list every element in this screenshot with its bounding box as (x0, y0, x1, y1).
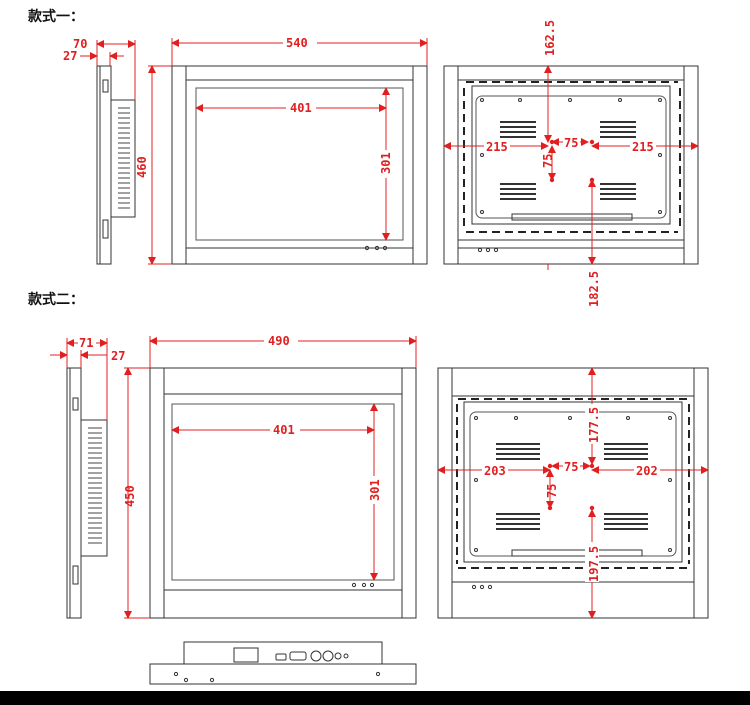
style2-title: 款式二： (28, 292, 84, 308)
style2-side-view (66, 367, 108, 619)
style1-side-bezel-label: 27 (63, 49, 77, 63)
style2-vesa-v-label: 75 (545, 484, 559, 498)
style1-title: 款式一： (28, 9, 84, 25)
style1-back-top-offset-label: 162.5 (543, 20, 557, 56)
style2-front-height-label: 450 (123, 485, 137, 507)
style2-side-bezel-label: 27 (111, 349, 125, 363)
style2-screen-width-label: 401 (273, 423, 295, 437)
style1-back-dimensions (443, 65, 699, 270)
style1-vesa-holes (549, 139, 595, 183)
style2-side-depth-label: 71 (79, 336, 93, 350)
style1-vesa-h-label: 75 (564, 136, 578, 150)
style1-front-width-label: 540 (286, 36, 308, 50)
style1-front-height-label: 460 (135, 156, 149, 178)
style1-front-view (171, 65, 428, 265)
style1-back-view (443, 65, 699, 265)
style2-back-left-offset-label: 203 (484, 464, 506, 478)
style2-front-width-label: 490 (268, 334, 290, 348)
style2-back-top-offset-label: 177.5 (587, 407, 601, 443)
style1-screen-height-label: 301 (379, 152, 393, 174)
style2-back-dimensions (437, 367, 709, 619)
style2-vesa-h-label: 75 (564, 460, 578, 474)
bottom-bar (0, 691, 750, 705)
style1-screen-width-label: 401 (290, 101, 312, 115)
style2-screen-height-label: 301 (368, 479, 382, 501)
style2-vesa-holes (547, 463, 595, 511)
style2-back-bottom-offset-label: 197.5 (587, 546, 601, 582)
style1-back-bottom-offset-label: 182.5 (587, 271, 601, 307)
style1-side-dimensions (80, 40, 136, 100)
style2-bottom-view (149, 641, 417, 685)
style1-back-right-offset-label: 215 (632, 140, 654, 154)
style2-back-view (437, 367, 709, 619)
style2-front-view (149, 367, 417, 619)
style1-side-depth-label: 70 (73, 37, 87, 51)
style1-side-view (96, 65, 136, 265)
style2-back-right-offset-label: 202 (636, 464, 658, 478)
style1-vesa-v-label: 75 (541, 154, 555, 168)
style1-back-left-offset-label: 215 (486, 140, 508, 154)
